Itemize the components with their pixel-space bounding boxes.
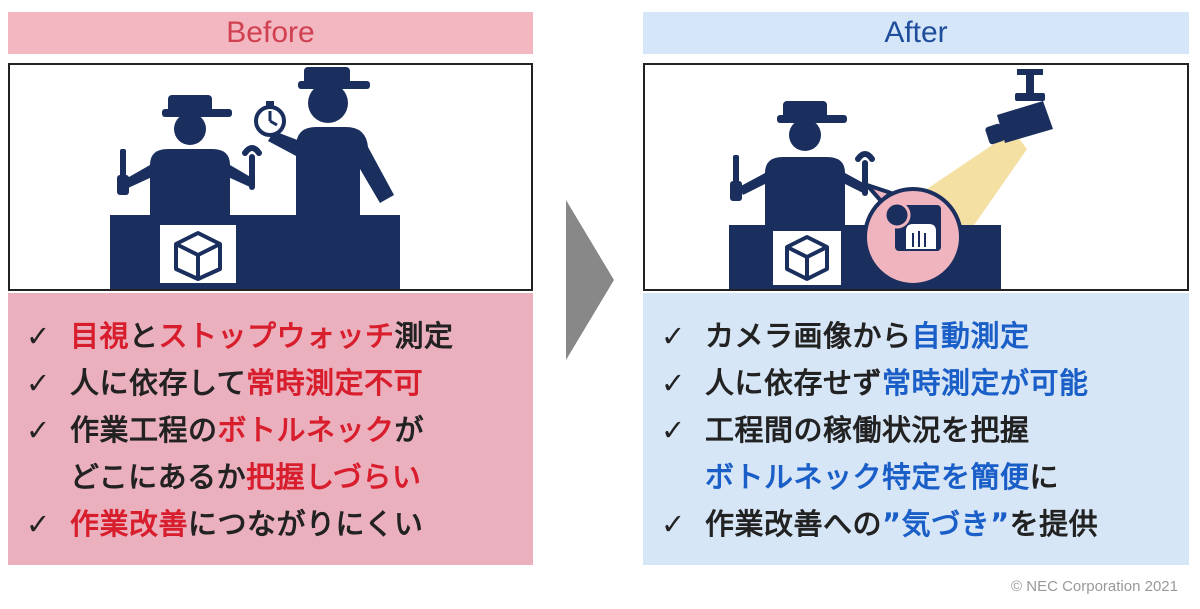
after-list-item-text: 常時測定が可能 xyxy=(882,366,1089,400)
wrench-icon xyxy=(855,151,875,196)
after-illustration xyxy=(643,63,1189,291)
before-list-item: ✓ 人に依存して常時測定不可 xyxy=(26,360,533,407)
after-list-item: ✓ カメラ画像から自動測定 xyxy=(661,313,1189,360)
box-icon xyxy=(174,231,222,281)
after-header: After xyxy=(643,12,1189,54)
copyright-notice: © NEC Corporation 2021 xyxy=(1011,578,1178,595)
after-list-item: ボトルネック特定を簡便に xyxy=(661,454,1189,501)
check-icon: ✓ xyxy=(26,366,51,400)
check-icon: ✓ xyxy=(26,413,51,447)
check-icon: ✓ xyxy=(661,507,686,541)
camera-icon xyxy=(985,69,1053,145)
check-icon: ✓ xyxy=(26,507,51,541)
box-icon xyxy=(785,235,829,281)
after-list-item-text: 作業改善への xyxy=(705,507,883,541)
before-list-item-text: どこにあるか xyxy=(70,460,247,494)
hand-detection-icon xyxy=(863,183,963,287)
before-list-item: ✓ 作業工程のボトルネックが xyxy=(26,407,533,454)
before-list-item-text: 測定 xyxy=(394,319,454,353)
before-list-item: ✓ 作業改善につながりにくい xyxy=(26,501,533,548)
before-list-item-text: 作業工程の xyxy=(70,413,218,447)
before-list-item-text: が xyxy=(394,413,425,447)
stopwatch-icon xyxy=(254,101,286,137)
after-list-item-text: カメラ画像から xyxy=(705,319,912,353)
before-list: ✓ 目視とストップウォッチ測定 ✓ 人に依存して常時測定不可 ✓ 作業工程のボトルネックが… xyxy=(8,293,533,565)
check-icon: ✓ xyxy=(661,366,686,400)
worker-icon xyxy=(122,95,254,215)
workbench xyxy=(110,215,400,289)
after-list: ✓カメラ画像から自動測定✓人に依存せず常時測定が可能✓工程間の稼働状況を把握ボト… xyxy=(643,293,1189,565)
before-list-item-text: 人に依存して xyxy=(70,366,247,400)
after-list-item: ✓ 工程間の稼働状況を把握 xyxy=(661,407,1189,454)
before-list-item: どこにあるか把握しづらい xyxy=(26,454,533,501)
before-illustration xyxy=(8,63,533,291)
screwdriver-icon xyxy=(117,149,129,195)
before-list-item-text: ストップウォッチ xyxy=(158,319,395,353)
check-icon: ✓ xyxy=(661,413,686,447)
after-list-item-text: ボトルネック特定を簡便 xyxy=(705,460,1030,494)
after-list-item-text: に xyxy=(1029,460,1060,494)
before-list-item: ✓ 目視とストップウォッチ測定 xyxy=(26,313,533,360)
before-list-item-text: と xyxy=(129,319,159,353)
wrench-icon xyxy=(242,145,262,190)
arrow-right-icon xyxy=(566,200,614,360)
after-list-item-text: ”気づき” xyxy=(882,507,1010,541)
before-list-item-text: 常時測定不可 xyxy=(246,366,424,400)
after-list-item-text: 工程間の稼働状況を把握 xyxy=(705,413,1030,447)
before-list-item-text: 作業改善 xyxy=(70,507,189,541)
before-list-item-text: 把握しづらい xyxy=(246,460,422,494)
before-list-item-text: につながりにくい xyxy=(188,507,424,541)
screwdriver-icon xyxy=(730,155,742,201)
before-list-item-text: 目視 xyxy=(70,319,130,353)
worker-icon xyxy=(268,67,394,215)
after-list-item: ✓ 作業改善への”気づき”を提供 xyxy=(661,501,1189,548)
after-list-item-text: 自動測定 xyxy=(911,319,1030,353)
after-list-item-text: を提供 xyxy=(1009,507,1099,541)
before-list-item-text: ボトルネック xyxy=(217,413,395,447)
after-list-item: ✓ 人に依存せず常時測定が可能 xyxy=(661,360,1189,407)
before-header: Before xyxy=(8,12,533,54)
after-list-item-text: 人に依存せず xyxy=(705,366,883,400)
check-icon: ✓ xyxy=(661,319,686,353)
check-icon: ✓ xyxy=(26,319,51,353)
worker-icon xyxy=(739,101,867,225)
